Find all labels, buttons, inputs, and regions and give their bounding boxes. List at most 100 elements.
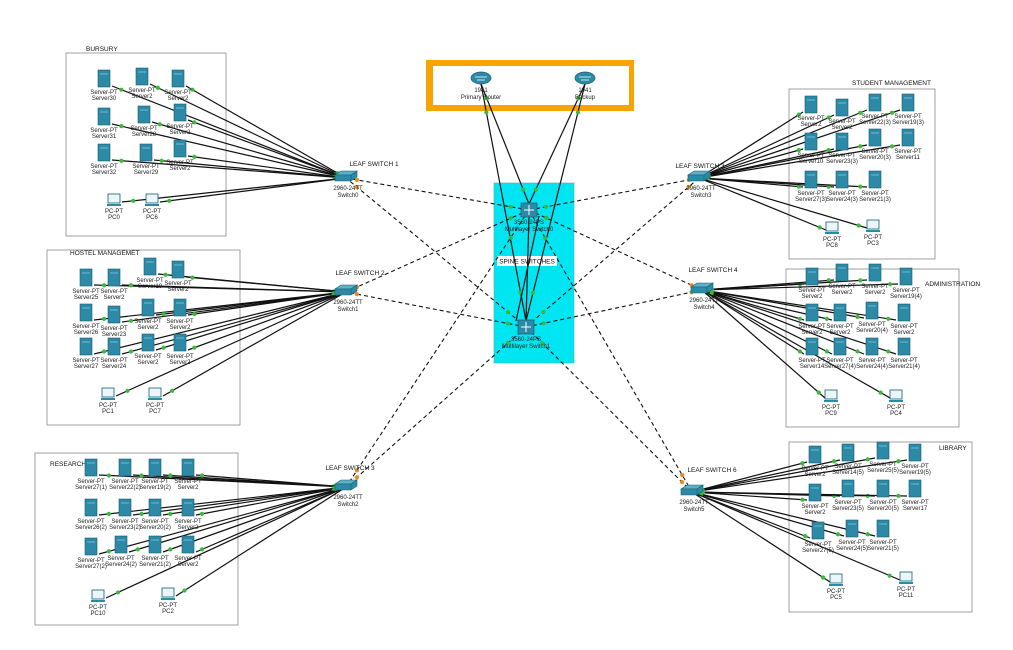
spine-leaf-link[interactable] <box>528 209 703 291</box>
router-spine-link[interactable] <box>480 83 527 322</box>
leaf-server-link[interactable] <box>701 289 805 355</box>
leaf-server-link[interactable] <box>691 459 841 493</box>
spine-leaf-link[interactable] <box>525 326 693 493</box>
leaf-server-link[interactable] <box>185 85 347 179</box>
leaf-server-link[interactable] <box>691 491 811 539</box>
leaf-server-link[interactable] <box>121 291 347 355</box>
router-spine-link[interactable] <box>480 83 530 205</box>
leaf-server-link[interactable] <box>698 144 868 179</box>
leaf-server-link[interactable] <box>698 148 804 179</box>
leaf-server-link[interactable] <box>698 109 868 179</box>
leaf-server-link[interactable] <box>691 491 908 497</box>
spine-spine-link[interactable] <box>515 215 540 322</box>
leaf-server-link[interactable] <box>691 461 808 493</box>
leaf-server-link[interactable] <box>93 291 347 355</box>
leaf-server-link[interactable] <box>111 159 347 179</box>
leaf-server-link[interactable] <box>111 123 347 179</box>
leaf-server-link[interactable] <box>691 459 908 493</box>
leaf-server-link[interactable] <box>187 291 347 351</box>
spine-leaf-link[interactable] <box>525 289 703 328</box>
leaf-server-link[interactable] <box>698 109 901 179</box>
leaf-server-link[interactable] <box>155 291 347 351</box>
leaf-server-link[interactable] <box>701 279 868 291</box>
leaf-pc-link[interactable] <box>698 177 868 229</box>
leaf-server-link[interactable] <box>151 121 347 179</box>
leaf-server-link[interactable] <box>195 474 347 488</box>
leaf-server-link[interactable] <box>128 486 347 553</box>
spine-leaf-link[interactable] <box>345 209 530 488</box>
leaf-server-link[interactable] <box>691 491 808 501</box>
leaf-server-link[interactable] <box>698 144 901 179</box>
spine-leaf-link[interactable] <box>528 209 693 493</box>
leaf-pc-link[interactable] <box>121 177 347 203</box>
leaf-server-link[interactable] <box>698 111 804 179</box>
leaf-server-link[interactable] <box>698 114 835 179</box>
spine-leaf-link[interactable] <box>345 326 527 488</box>
leaf-server-link[interactable] <box>155 291 347 316</box>
leaf-pc-link[interactable] <box>691 491 901 581</box>
leaf-server-link[interactable] <box>701 283 899 291</box>
leaf-pc-link[interactable] <box>175 486 347 597</box>
leaf-server-link[interactable] <box>98 486 347 516</box>
